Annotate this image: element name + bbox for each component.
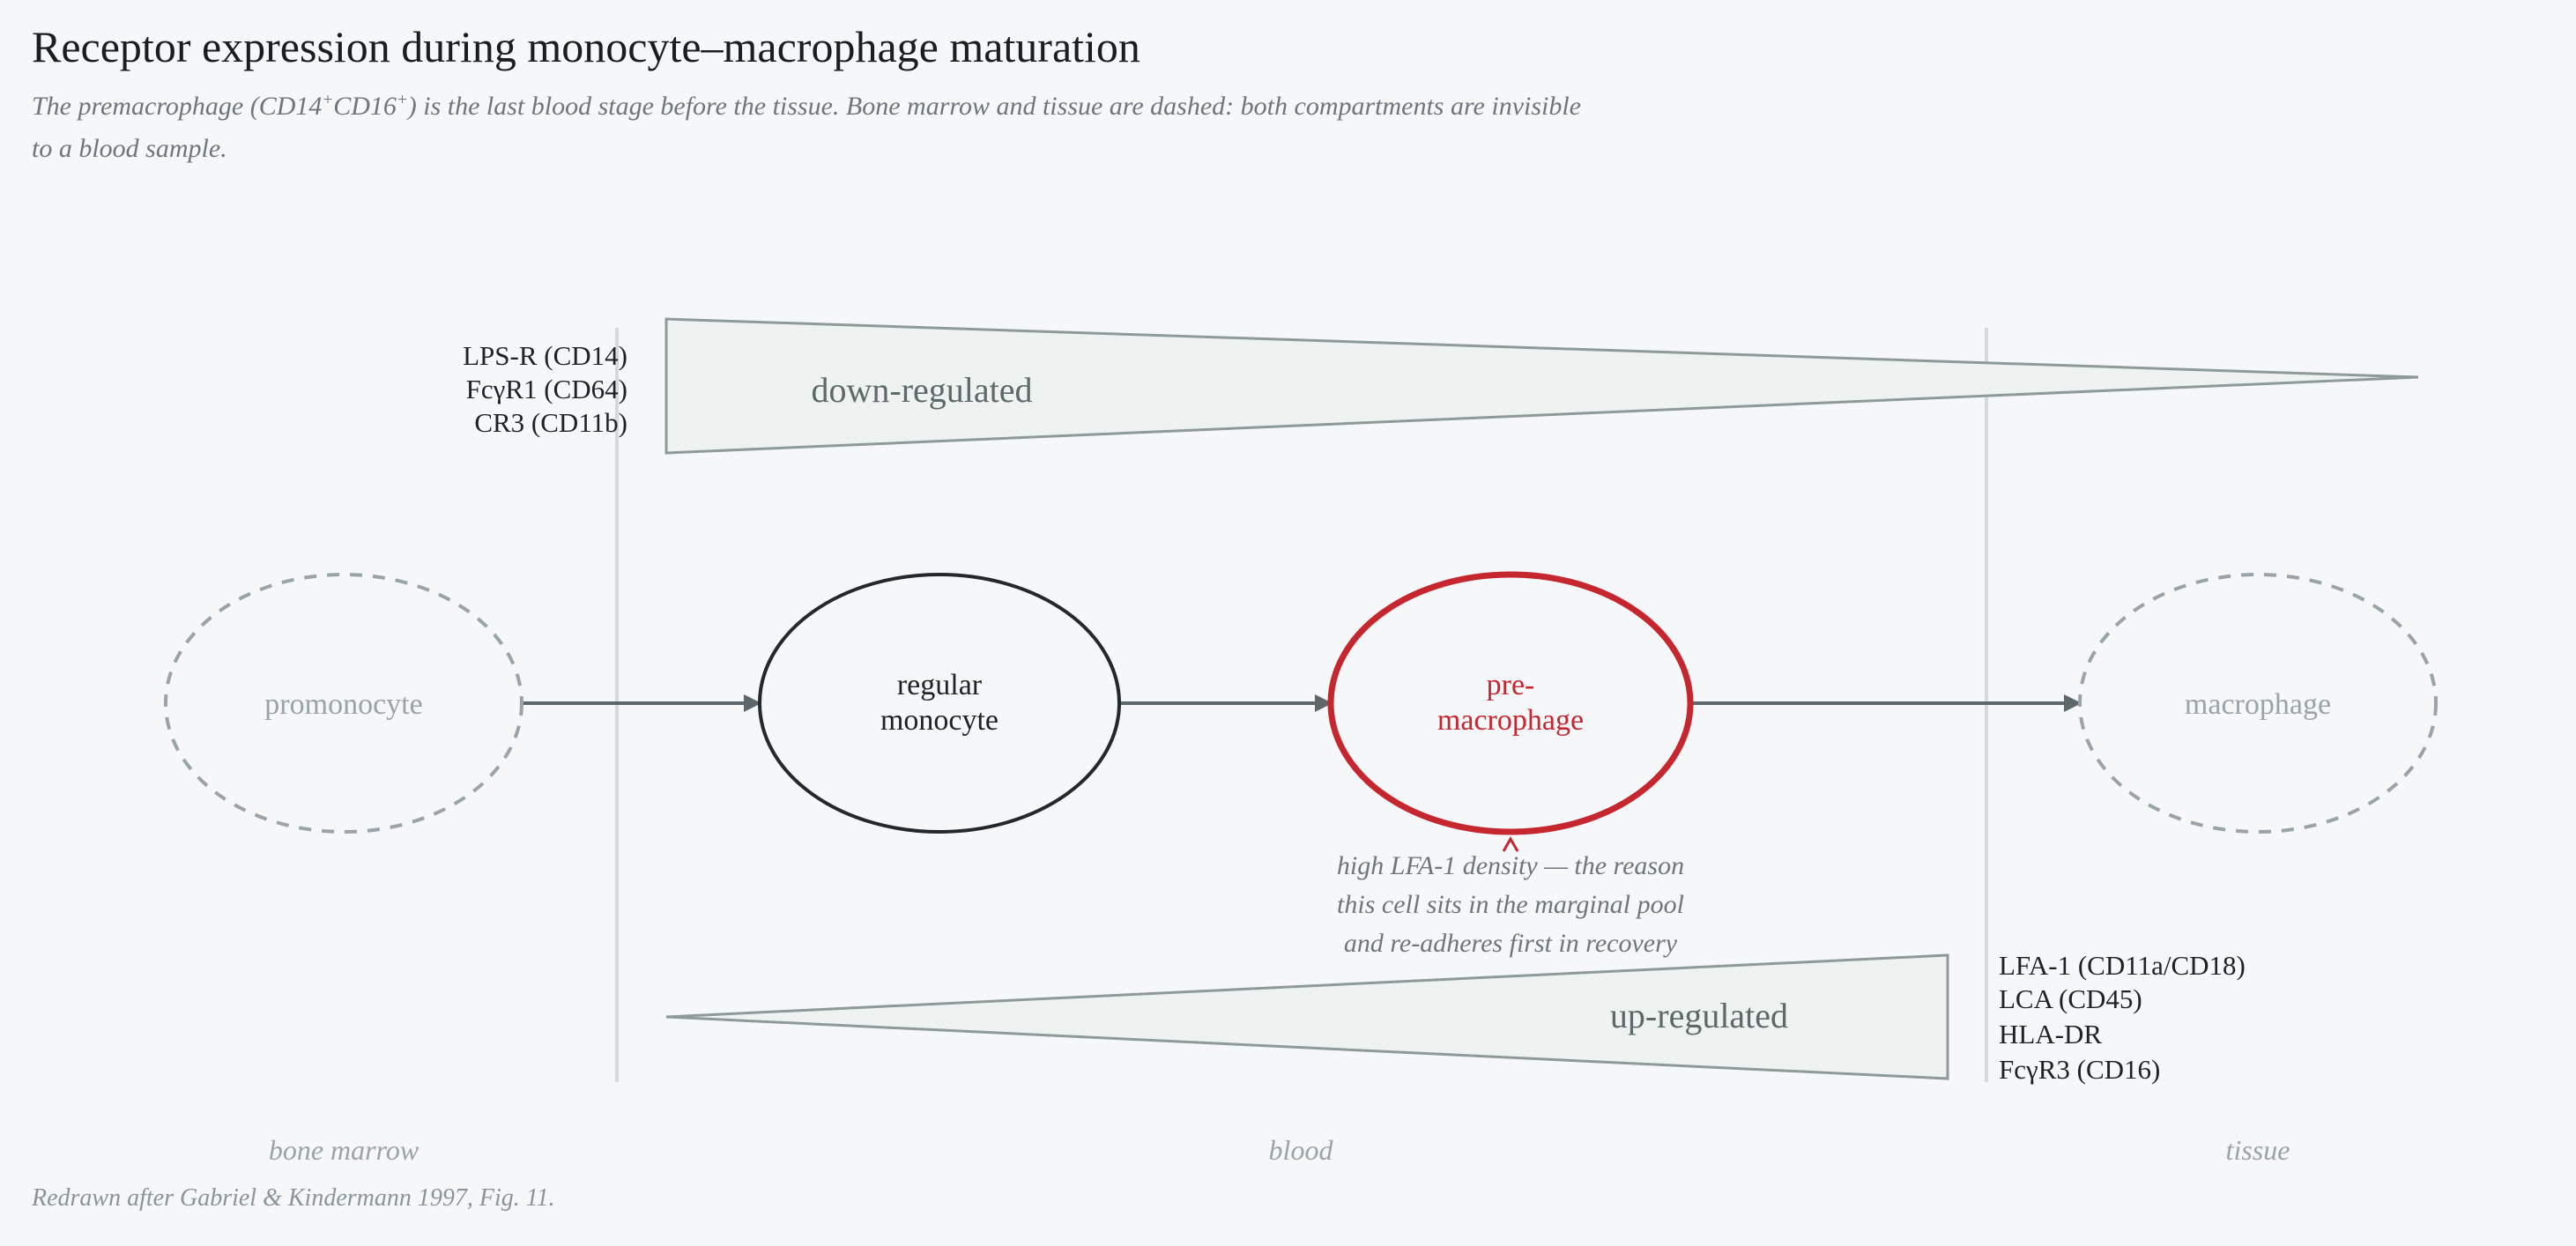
annotation-caret-icon [1502, 835, 1519, 852]
down-regulated-wedge [664, 317, 2419, 455]
subtitle-sup-1: + [322, 91, 334, 109]
up-receptor-4: FcγR3 (CD16) [1999, 1054, 2160, 1085]
diagram-subtitle: The premacrophage (CD14+CD16+) is the la… [32, 79, 1583, 170]
subtitle-text-3: ) is the last blood stage before the tis… [32, 92, 1581, 163]
subtitle-sup-2: + [396, 91, 408, 109]
regular-monocyte-label-1: regular [897, 669, 983, 701]
macrophage-node [2078, 573, 2438, 834]
annotation-line-1: high LFA-1 density — the reason [1337, 851, 1684, 880]
up-receptor-3: HLA-DR [1999, 1019, 2102, 1049]
annotation-line-2: this cell sits in the marginal pool [1337, 890, 1684, 919]
promonocyte-label: promonocyte [264, 688, 422, 721]
annotation-line-3: and re-adheres first in recovery [1344, 929, 1678, 958]
compartment-tissue: tissue [2226, 1134, 2290, 1166]
macrophage-label: macrophage [2185, 688, 2331, 721]
premacrophage-node [1327, 571, 1694, 835]
up-receptor-1: LFA-1 (CD11a/CD18) [1999, 950, 2246, 981]
down-receptor-1: LPS-R (CD14) [463, 340, 627, 371]
down-regulated-label: down-regulated [811, 370, 1032, 410]
diagram-title: Receptor expression during monocyte–macr… [32, 22, 1140, 71]
premacrophage-label-2: macrophage [1437, 704, 1584, 737]
down-receptor-2: FcγR1 (CD64) [466, 374, 627, 404]
up-receptor-2: LCA (CD45) [1999, 983, 2142, 1014]
compartment-bone-marrow: bone marrow [269, 1134, 419, 1166]
subtitle-text-2: CD16 [333, 92, 397, 121]
regular-monocyte-label-2: monocyte [880, 704, 998, 737]
promonocyte-node [164, 573, 523, 834]
compartment-blood: blood [1269, 1134, 1334, 1166]
up-regulated-wedge [665, 953, 1949, 1080]
down-receptor-3: CR3 (CD11b) [474, 407, 627, 438]
subtitle-text-1: The premacrophage (CD14 [32, 92, 323, 121]
premacrophage-label-1: pre- [1487, 669, 1535, 701]
up-regulated-label: up-regulated [1610, 996, 1788, 1035]
regular-monocyte-node [758, 573, 1121, 834]
source-credit: Redrawn after Gabriel & Kindermann 1997,… [32, 1184, 555, 1212]
